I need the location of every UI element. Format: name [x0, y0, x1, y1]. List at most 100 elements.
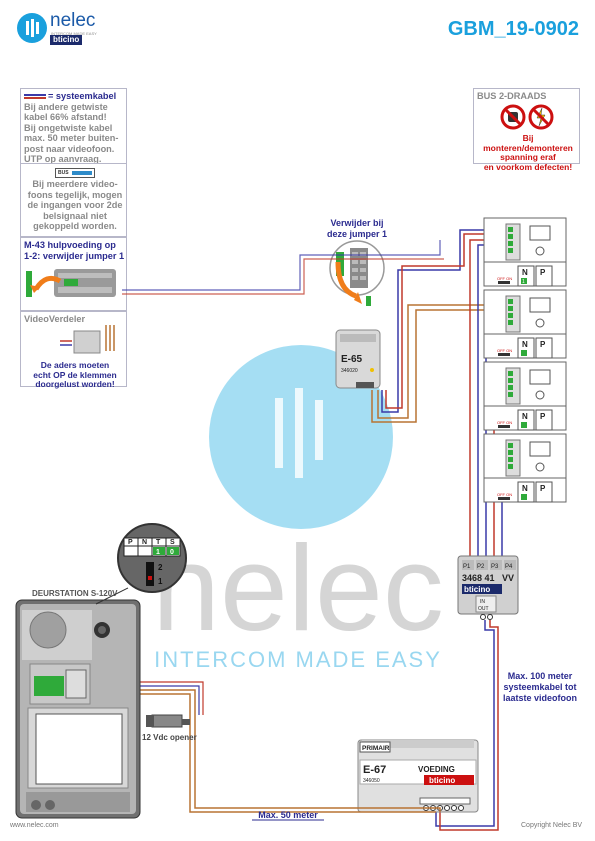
terminal-n: N — [522, 484, 528, 493]
m43-line: M-43 hulpvoeding op — [24, 240, 116, 250]
multi-phone-note: BUS Bij meerdere video- foons tegelijk, … — [20, 163, 127, 237]
max-100-line: systeemkabel tot — [503, 682, 576, 692]
multi-phone-line: Bij meerdere video- — [32, 179, 118, 189]
door-terminal: P — [128, 539, 133, 546]
nelec-logo-icon — [17, 13, 47, 43]
bus-warning-line: spanning eraf — [500, 152, 556, 162]
videophone-unit: OFF ON N P — [483, 289, 567, 359]
distributor-port: P3 — [491, 564, 499, 570]
cable-legend-note: = systeemkabel Bij andere getwiste kabel… — [20, 88, 127, 164]
distributor-out: OUT — [478, 606, 489, 612]
cable-legend-line: post naar videofoon. — [24, 143, 115, 154]
no-power-icons — [500, 104, 554, 129]
door-station — [15, 599, 141, 819]
door-terminal: T — [156, 539, 161, 546]
distributor-suffix: VV — [502, 573, 514, 583]
cable-legend-line: Bij andere getwiste — [24, 101, 108, 112]
max-100-line: laatste videofoon — [503, 693, 577, 703]
brand-name: nelec — [50, 10, 96, 31]
videophone-unit: OFF ON N P — [483, 361, 567, 431]
videoverdeler-line: doorgelust worden! — [35, 379, 115, 389]
videoverdeler-note: VideoVerdeler De aders moeten echt OP de… — [20, 311, 127, 389]
bus-warning-line: en voorkom defecten! — [483, 161, 573, 172]
door-plug-number: 1 — [158, 577, 163, 586]
e67-voeding: VOEDING — [418, 765, 455, 774]
cable-legend-label: = systeemkabel — [48, 91, 117, 101]
terminal-p: P — [540, 340, 546, 349]
door-terminal-value: 0 — [170, 549, 174, 556]
opener-label: 12 Vdc opener — [142, 733, 197, 742]
terminal-p: P — [540, 268, 546, 277]
e67-name: E-67 — [363, 764, 386, 776]
distributor-code: 3468 41 — [462, 573, 495, 583]
videophone-switch: OFF ON — [497, 492, 512, 497]
videophone-unit: OFF ON N P — [483, 433, 567, 503]
bticino-logo: bticino — [50, 35, 83, 45]
m43-note: M-43 hulpvoeding op 1-2: verwijder jumpe… — [20, 237, 127, 311]
cable-legend-line: max. 50 meter buiten- — [24, 133, 119, 143]
e67-code: 346050 — [363, 778, 380, 784]
watermark-tagline: INTERCOM MADE EASY — [154, 647, 442, 672]
videophone-switch: OFF ON — [497, 420, 512, 425]
max-50-label: Max. 50 meter — [258, 810, 318, 820]
multi-phone-line: belsignaal niet — [43, 210, 107, 221]
videophone-unit: OFF ON N P 1 — [483, 217, 567, 287]
terminal-p: P — [540, 484, 546, 493]
terminal-n: N — [522, 340, 528, 349]
multi-phone-line: foons tegelijk, mogen — [27, 189, 123, 200]
watermark-word: nelec — [152, 520, 444, 656]
bus-warning-title: BUS 2-DRAADS — [477, 91, 547, 101]
jumper-note-line: deze jumper 1 — [327, 229, 387, 239]
e65-name: E-65 — [341, 354, 363, 365]
terminal-n: N — [522, 412, 528, 421]
distributor-port: P2 — [477, 564, 485, 570]
door-terminal-magnifier: P N T S 1 0 2 1 — [117, 523, 187, 593]
e65-module: E-65 346020 — [335, 329, 381, 389]
videoverdeler-title: VideoVerdeler — [24, 314, 86, 324]
door-opener — [146, 714, 190, 728]
door-terminal-value: 1 — [156, 549, 160, 556]
jumper-note-line: Verwijder bij — [330, 218, 383, 228]
video-distributor: P1 P2 P3 P4 3468 41 VV bticino IN OUT — [457, 555, 519, 620]
m43-line: 1-2: verwijder jumper 1 — [24, 250, 125, 261]
max-100-line: Max. 100 meter — [508, 671, 573, 681]
bus-chip-label: BUS — [58, 170, 69, 176]
distributor-port: P4 — [505, 564, 513, 570]
terminal-p: P — [540, 412, 546, 421]
e67-power-supply: PRIMAIR E-67 VOEDING 346050 bticino — [357, 739, 479, 813]
multi-phone-line: gekoppeld worden. — [33, 221, 117, 231]
distributor-brand: bticino — [464, 585, 490, 594]
e67-primary: PRIMAIR — [362, 745, 390, 752]
jumper-number: 1 — [522, 279, 525, 285]
m43-module-illustration — [26, 269, 116, 297]
bus-terminal-icon: BUS — [55, 168, 95, 178]
distributor-port: P1 — [463, 564, 471, 570]
bus-warning-note: BUS 2-DRAADS Bij monteren/demonteren spa… — [473, 88, 580, 171]
cable-legend-line: Bij ongetwiste kabel — [24, 122, 113, 133]
videophone-switch: OFF ON — [497, 348, 512, 353]
footer-website: www.nelec.com — [10, 822, 59, 829]
videoverdeler-line: De aders moeten — [40, 360, 110, 370]
multi-phone-line: de ingangen voor 2de — [27, 200, 123, 210]
cable-legend-line: kabel 66% afstand! — [24, 112, 107, 122]
bus-warning-line: Bij monteren/demonteren — [483, 133, 573, 153]
jumper-magnifier — [329, 240, 385, 306]
terminal-n: N — [522, 268, 528, 277]
videoverdeler-illustration — [60, 324, 115, 353]
brand-tagline: INTERCOM MADE EASY — [51, 31, 97, 36]
e65-code: 346020 — [341, 368, 358, 374]
door-plug-number: 2 — [158, 563, 163, 572]
cable-legend-line: UTP op aanvraag. — [24, 154, 102, 164]
videophone-switch: OFF ON — [497, 276, 512, 281]
document-code: GBM_19-0902 — [447, 18, 579, 40]
door-station-title: DEURSTATION S-120V — [32, 589, 118, 598]
e67-brand: bticino — [429, 776, 455, 785]
door-terminal: N — [142, 539, 147, 546]
distributor-in: IN — [480, 599, 485, 605]
door-terminal: S — [170, 539, 175, 546]
system-cable-symbol — [24, 93, 46, 99]
footer-copyright: Copyright Nelec BV — [521, 822, 583, 829]
